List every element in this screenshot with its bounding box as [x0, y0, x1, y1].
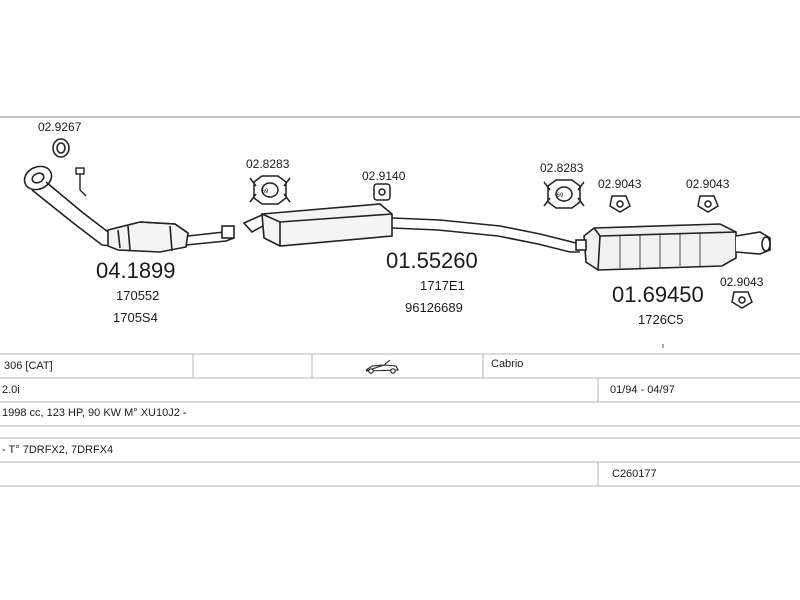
- hanger-icon[interactable]: [373, 183, 391, 201]
- rear-silencer-drawing[interactable]: [575, 223, 771, 271]
- hanger-rear-2-ref: 02.9043: [686, 177, 730, 191]
- hanger-icon[interactable]: [731, 291, 753, 309]
- model-cell: 306 [CAT]: [4, 360, 53, 372]
- catalog-code-cell: C260177: [612, 468, 657, 480]
- engine-cell: 2.0i: [2, 384, 20, 396]
- spec-cell: 1998 cc, 123 HP, 90 KW M° XU10J2 -: [2, 407, 187, 419]
- middle-silencer-oe-2: 96126689: [405, 300, 463, 315]
- hanger-icon[interactable]: [697, 195, 719, 213]
- hanger-rear-1-ref: 02.9043: [598, 177, 642, 191]
- clamp-icon[interactable]: [249, 175, 291, 205]
- hanger-mid-ref: 02.9140: [362, 169, 406, 183]
- middle-silencer-drawing[interactable]: [242, 203, 581, 253]
- clamp-rear-label: 69: [557, 193, 564, 199]
- cabrio-car-icon: [365, 359, 399, 374]
- ring-icon[interactable]: [52, 138, 70, 158]
- clamp-front-label: 69: [262, 189, 269, 195]
- front-pipe-catalyst-drawing[interactable]: [21, 162, 235, 253]
- front-pipe-oe-1: 170552: [116, 288, 159, 303]
- hanger-rear-3-ref: 02.9043: [720, 275, 764, 289]
- hanger-icon[interactable]: [609, 195, 631, 213]
- vehicle-info-table: [0, 353, 800, 487]
- body-cell: Cabrio: [491, 358, 523, 370]
- middle-silencer-oe-1: 1717E1: [420, 278, 465, 293]
- front-pipe-number: 04.1899: [96, 258, 176, 283]
- clamp-icon[interactable]: [543, 179, 585, 209]
- rear-silencer-oe-1: 1726C5: [638, 312, 684, 327]
- lambda-sensor-icon: [75, 167, 87, 197]
- clamp-rear-ref: 02.8283: [540, 161, 584, 175]
- type-codes-cell: - T° 7DRFX2, 7DRFX4: [2, 444, 113, 456]
- clamp-front-ref: 02.8283: [246, 157, 290, 171]
- middle-silencer-number: 01.55260: [386, 248, 478, 273]
- front-ring-ref: 02.9267: [38, 120, 82, 134]
- front-pipe-oe-2: 1705S4: [113, 310, 158, 325]
- rear-silencer-number: 01.69450: [612, 282, 704, 307]
- period-cell: 01/94 - 04/97: [610, 384, 675, 396]
